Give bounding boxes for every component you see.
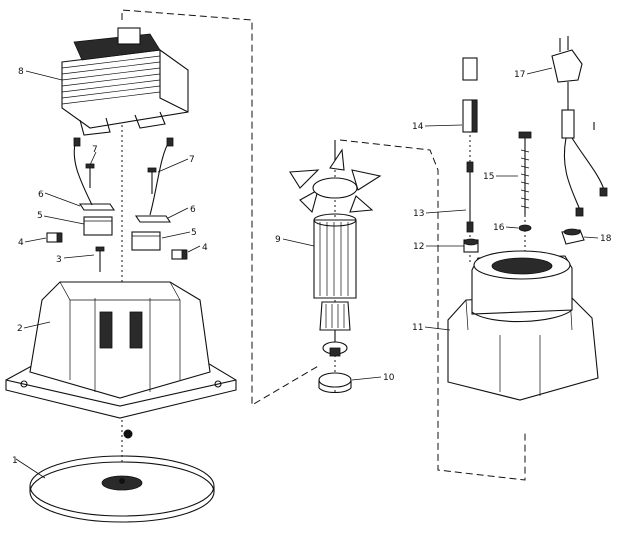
part-17-power-cord	[551, 36, 608, 217]
part-8-field-assembly	[61, 27, 189, 136]
callout-9: 9	[275, 235, 281, 245]
part-9-armature	[289, 140, 382, 357]
callout-13: 13	[413, 209, 424, 219]
part-7-lead-screws	[73, 137, 174, 216]
callout-14: 14	[412, 122, 424, 132]
callout-5-left: 5	[37, 211, 43, 221]
part-10-bearing	[318, 372, 352, 394]
callout-18: 18	[600, 234, 612, 244]
callout-1: 1	[12, 456, 18, 466]
callout-4-left: 4	[18, 238, 24, 248]
callout-16: 16	[493, 223, 505, 233]
part-3-screw	[95, 246, 105, 272]
callout-3: 3	[56, 255, 62, 265]
part-2-motor-base	[5, 281, 237, 439]
part-16-washer	[518, 224, 532, 232]
callout-17: 17	[514, 70, 525, 80]
part-15-long-screw	[518, 131, 532, 215]
part-1-base-disc	[29, 455, 215, 523]
part-4-brush-caps	[46, 232, 188, 260]
part-18-strain-relief	[561, 228, 585, 245]
callout-6-left: 6	[38, 190, 44, 200]
part-13-lead-wire	[466, 161, 474, 233]
callout-8: 8	[18, 67, 24, 77]
callout-7-right: 7	[189, 155, 195, 165]
callout-12: 12	[413, 242, 424, 252]
part-5-brush-holders	[83, 216, 161, 251]
callout-6-right: 6	[190, 205, 196, 215]
part-6-springs	[78, 203, 172, 223]
callout-5-right: 5	[191, 228, 197, 238]
callout-10: 10	[383, 373, 395, 383]
part-11-top-housing	[447, 250, 599, 401]
part-12-grommet	[463, 238, 479, 253]
callout-labels: 1 2 3 4 4 5 5 6 6 7 7 8 9 10 11 12 13 14…	[12, 67, 612, 466]
callout-7-left: 7	[92, 145, 98, 155]
part-14-sleeve	[462, 57, 478, 133]
callout-4-right: 4	[202, 243, 208, 253]
callout-2: 2	[17, 324, 23, 334]
callout-11: 11	[412, 323, 423, 333]
callout-15: 15	[483, 172, 494, 182]
callout-leaders	[15, 67, 599, 479]
